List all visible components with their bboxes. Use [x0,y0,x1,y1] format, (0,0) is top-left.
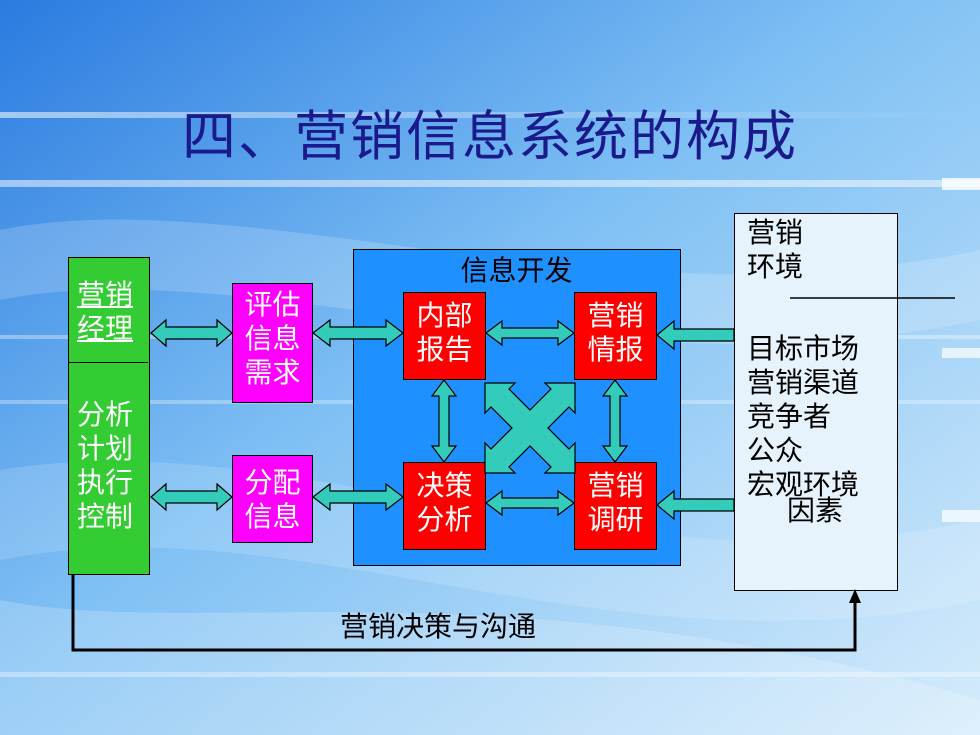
environment-item-factors: 因素 [787,494,844,527]
manager-functions: 分析 计划 执行 控制 [77,398,133,534]
distribute-info-box: 分配 信息 [232,455,313,543]
internal-reports-line1: 内部 [416,299,473,332]
environment-item-competitors: 竞争者 [747,400,832,433]
feedback-label: 营销决策与沟通 [340,610,537,643]
manager-title-box: 营销 经理 [69,258,148,363]
marketing-research-line2: 调研 [587,503,644,536]
distribute-line1: 分配 [244,466,301,499]
internal-reports-box: 内部 报告 [403,292,486,380]
function-analysis: 分析 [77,398,134,431]
arrow-decision-research [485,489,575,517]
function-planning: 计划 [77,432,134,465]
arrow-environment-intel [656,319,735,351]
decision-analysis-line1: 决策 [416,469,473,502]
assess-line1: 评估 [244,288,301,321]
arrow-environment-research [656,489,735,521]
function-control: 控制 [77,500,134,533]
decision-analysis-line2: 分析 [416,503,473,536]
assess-info-needs-box: 评估 信息 需求 [232,283,313,403]
marketing-intel-line2: 情报 [587,333,644,366]
page-title: 四、营销信息系统的构成 [182,105,798,168]
marketing-research-line1: 营销 [587,469,644,502]
assess-line3: 需求 [244,356,301,389]
marketing-intelligence-box: 营销 情报 [574,292,657,380]
decision-analysis-box: 决策 分析 [403,462,486,550]
environment-item-macro: 宏观环境 [747,468,860,501]
arrow-internal-intel [485,319,575,347]
environment-item-channels: 营销渠道 [747,366,860,399]
arrow-manager-assess [150,318,233,348]
feedback-loop-line [71,575,857,652]
arrow-intel-research [601,379,629,463]
environment-title-line1: 营销 [747,216,804,249]
arrow-distribute-decision [312,482,404,512]
internal-reports-line2: 报告 [416,333,473,366]
feedback-arrowhead-icon [849,589,861,603]
environment-item-target-market: 目标市场 [747,332,860,365]
central-cross-arrow-icon [484,382,576,474]
info-development-label: 信息开发 [460,254,573,287]
environment-items: 目标市场 营销渠道 竞争者 公众 宏观环境 因素 [747,332,859,528]
arrow-assess-internal [312,318,404,348]
environment-title-line2: 环境 [747,250,804,283]
arrow-internal-decision [430,379,458,463]
manager-title-line1: 营销 [77,278,134,311]
manager-box: 营销 经理 分析 计划 执行 控制 [68,257,150,575]
manager-title-line2: 经理 [77,312,134,345]
function-execution: 执行 [77,466,134,499]
marketing-research-box: 营销 调研 [574,462,657,550]
arrow-manager-distribute [150,482,233,512]
marketing-environment-box: 营销 环境 目标市场 营销渠道 竞争者 公众 宏观环境 因素 [734,213,898,591]
environment-item-publics: 公众 [747,434,804,467]
distribute-line2: 信息 [244,500,301,533]
assess-line2: 信息 [244,322,301,355]
marketing-intel-line1: 营销 [587,299,644,332]
